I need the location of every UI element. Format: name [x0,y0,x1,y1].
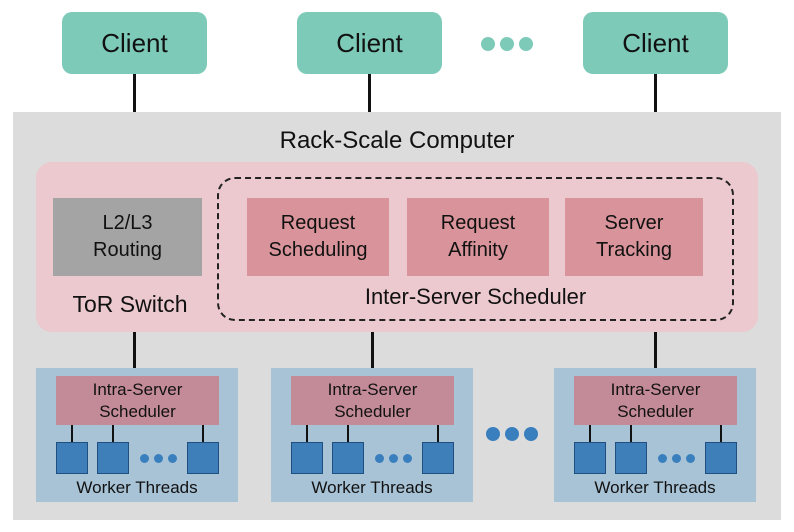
client-label: Client [622,27,689,58]
server-node: Intra-Server Scheduler Worker Threads [36,368,238,502]
client-node: Client [583,12,728,74]
worker-thread [615,442,647,474]
ellipsis-dot [140,454,149,463]
thread-connector [630,425,632,442]
request-affinity-box: Request Affinity [407,198,549,276]
worker-thread [332,442,364,474]
scheduler-line1: Intra-Server [327,379,418,399]
server-connector [133,332,136,368]
ellipsis-dot [658,454,667,463]
ellipsis-dot [505,427,519,441]
component-line2: Scheduling [268,239,368,261]
component-line1: Request [280,212,356,234]
client-node: Client [297,12,442,74]
component-line2: Affinity [448,239,508,261]
worker-thread [705,442,737,474]
intra-server-scheduler: Intra-Server Scheduler [291,376,454,425]
scheduler-line1: Intra-Server [92,379,183,399]
thread-connector [347,425,349,442]
worker-thread [291,442,323,474]
scheduler-line2: Scheduler [617,401,694,421]
ellipsis-dot [168,454,177,463]
worker-threads-label: Worker Threads [76,478,198,497]
component-line1: Server [604,212,664,234]
client-label: Client [336,27,403,58]
request-scheduling-box: Request Scheduling [247,198,389,276]
thread-connector [306,425,308,442]
tor-switch-label: ToR Switch [72,290,188,317]
ellipsis-dot [486,427,500,441]
server-node: Intra-Server Scheduler Worker Threads [271,368,473,502]
worker-thread [56,442,88,474]
thread-connector [202,425,204,442]
scheduler-line1: Intra-Server [610,379,701,399]
ellipsis-dot [481,37,495,51]
intra-server-scheduler: Intra-Server Scheduler [56,376,219,425]
worker-threads-label: Worker Threads [311,478,433,497]
ellipsis-dot [154,454,163,463]
l2-l3-routing-box: L2/L3 Routing [53,198,202,276]
intra-server-scheduler: Intra-Server Scheduler [574,376,737,425]
inter-server-scheduler-label: Inter-Server Scheduler [364,284,587,309]
server-node: Intra-Server Scheduler Worker Threads [554,368,756,502]
ellipsis-dot [375,454,384,463]
worker-thread [187,442,219,474]
routing-line2: Routing [93,239,162,261]
worker-threads-label: Worker Threads [594,478,716,497]
ellipsis-dot [686,454,695,463]
ellipsis-dot [519,37,533,51]
rack-title: Rack-Scale Computer [279,127,515,154]
client-connector [654,74,657,112]
scheduler-line2: Scheduler [334,401,411,421]
ellipsis-dot [403,454,412,463]
routing-line1: L2/L3 [102,212,153,234]
ellipsis-dot [524,427,538,441]
ellipsis-dot [389,454,398,463]
thread-connector [437,425,439,442]
component-line2: Tracking [596,239,672,261]
client-label: Client [101,27,168,58]
scheduler-line2: Scheduler [99,401,176,421]
client-connector [368,74,371,112]
server-connector [371,332,374,368]
worker-thread [574,442,606,474]
client-connector [133,74,136,112]
server-connector [654,332,657,368]
thread-connector [112,425,114,442]
ellipsis-dot [672,454,681,463]
ellipsis-dot [500,37,514,51]
server-tracking-box: Server Tracking [565,198,703,276]
client-node: Client [62,12,207,74]
worker-thread [422,442,454,474]
worker-thread [97,442,129,474]
thread-connector [720,425,722,442]
inter-server-scheduler-group [217,177,734,321]
thread-connector [589,425,591,442]
thread-connector [71,425,73,442]
component-line1: Request [440,212,516,234]
